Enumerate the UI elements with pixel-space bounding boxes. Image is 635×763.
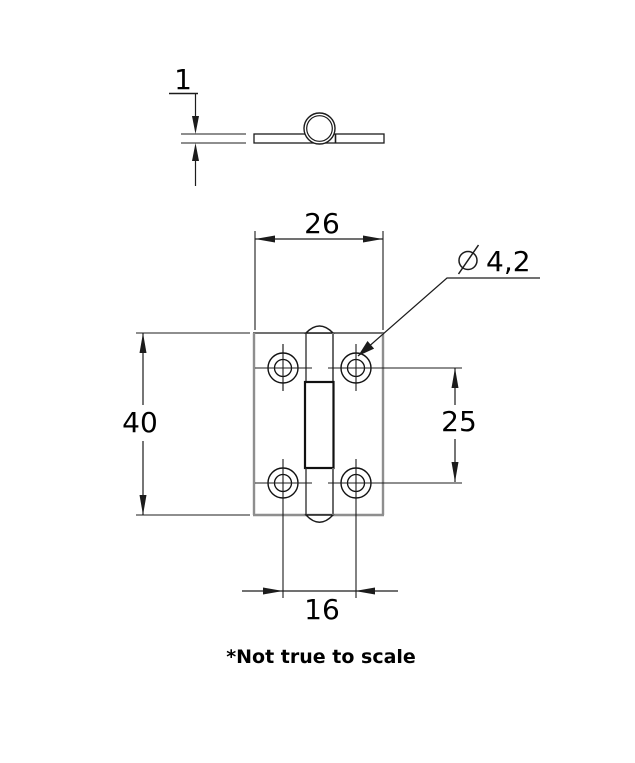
thickness-dimension-label: 1 xyxy=(174,63,192,96)
hole-vertical-spacing-label: 25 xyxy=(441,405,477,438)
arrow-up-icon xyxy=(139,333,147,353)
hole-top-right xyxy=(328,344,462,391)
height-dimension-label: 40 xyxy=(122,406,158,439)
hinge-side-profile xyxy=(253,112,385,145)
dimension-height: 40 xyxy=(122,332,250,516)
diameter-icon-circle xyxy=(458,250,478,271)
hole-horizontal-spacing-label: 16 xyxy=(304,593,340,626)
arrow-up-icon xyxy=(192,143,199,161)
front-view: 26 40 25 16 xyxy=(122,207,540,626)
dimension-hole-vertical-spacing: 25 xyxy=(441,368,477,482)
hole-diameter-label: 4,2 xyxy=(486,245,531,278)
diameter-icon-slash xyxy=(457,244,480,275)
hinge-pin-column xyxy=(303,325,335,523)
hole-top-left xyxy=(255,344,312,391)
knuckle-inner-circle xyxy=(306,115,333,142)
knuckle-outer-circle xyxy=(303,112,336,145)
dimension-hole-horizontal-spacing: 16 xyxy=(242,587,398,626)
pin-bottom-dome xyxy=(304,514,335,523)
hole-diameter-callout: 4,2 xyxy=(357,244,540,357)
arrow-down-icon xyxy=(139,495,147,515)
pin-middle-knuckle xyxy=(303,380,335,470)
hole-bottom-left xyxy=(255,459,312,598)
diameter-icon xyxy=(457,244,480,275)
dimension-width: 26 xyxy=(254,207,384,330)
pin-top-dome xyxy=(304,325,335,334)
leader-line xyxy=(357,277,540,357)
scale-note: *Not true to scale xyxy=(226,646,416,668)
arrow-right-icon xyxy=(263,587,283,595)
width-dimension-label: 26 xyxy=(304,207,340,240)
arrow-down-icon xyxy=(451,462,459,482)
leader-arrow-icon xyxy=(358,341,375,356)
arrow-up-icon xyxy=(451,368,459,388)
arrow-down-icon xyxy=(192,116,199,134)
arrow-right-icon xyxy=(363,235,383,243)
arrow-left-icon xyxy=(355,587,375,595)
arrow-left-icon xyxy=(255,235,275,243)
dimension-thickness: 1 xyxy=(169,63,246,186)
hole-bottom-right xyxy=(328,459,462,598)
side-view: 1 xyxy=(169,63,385,186)
